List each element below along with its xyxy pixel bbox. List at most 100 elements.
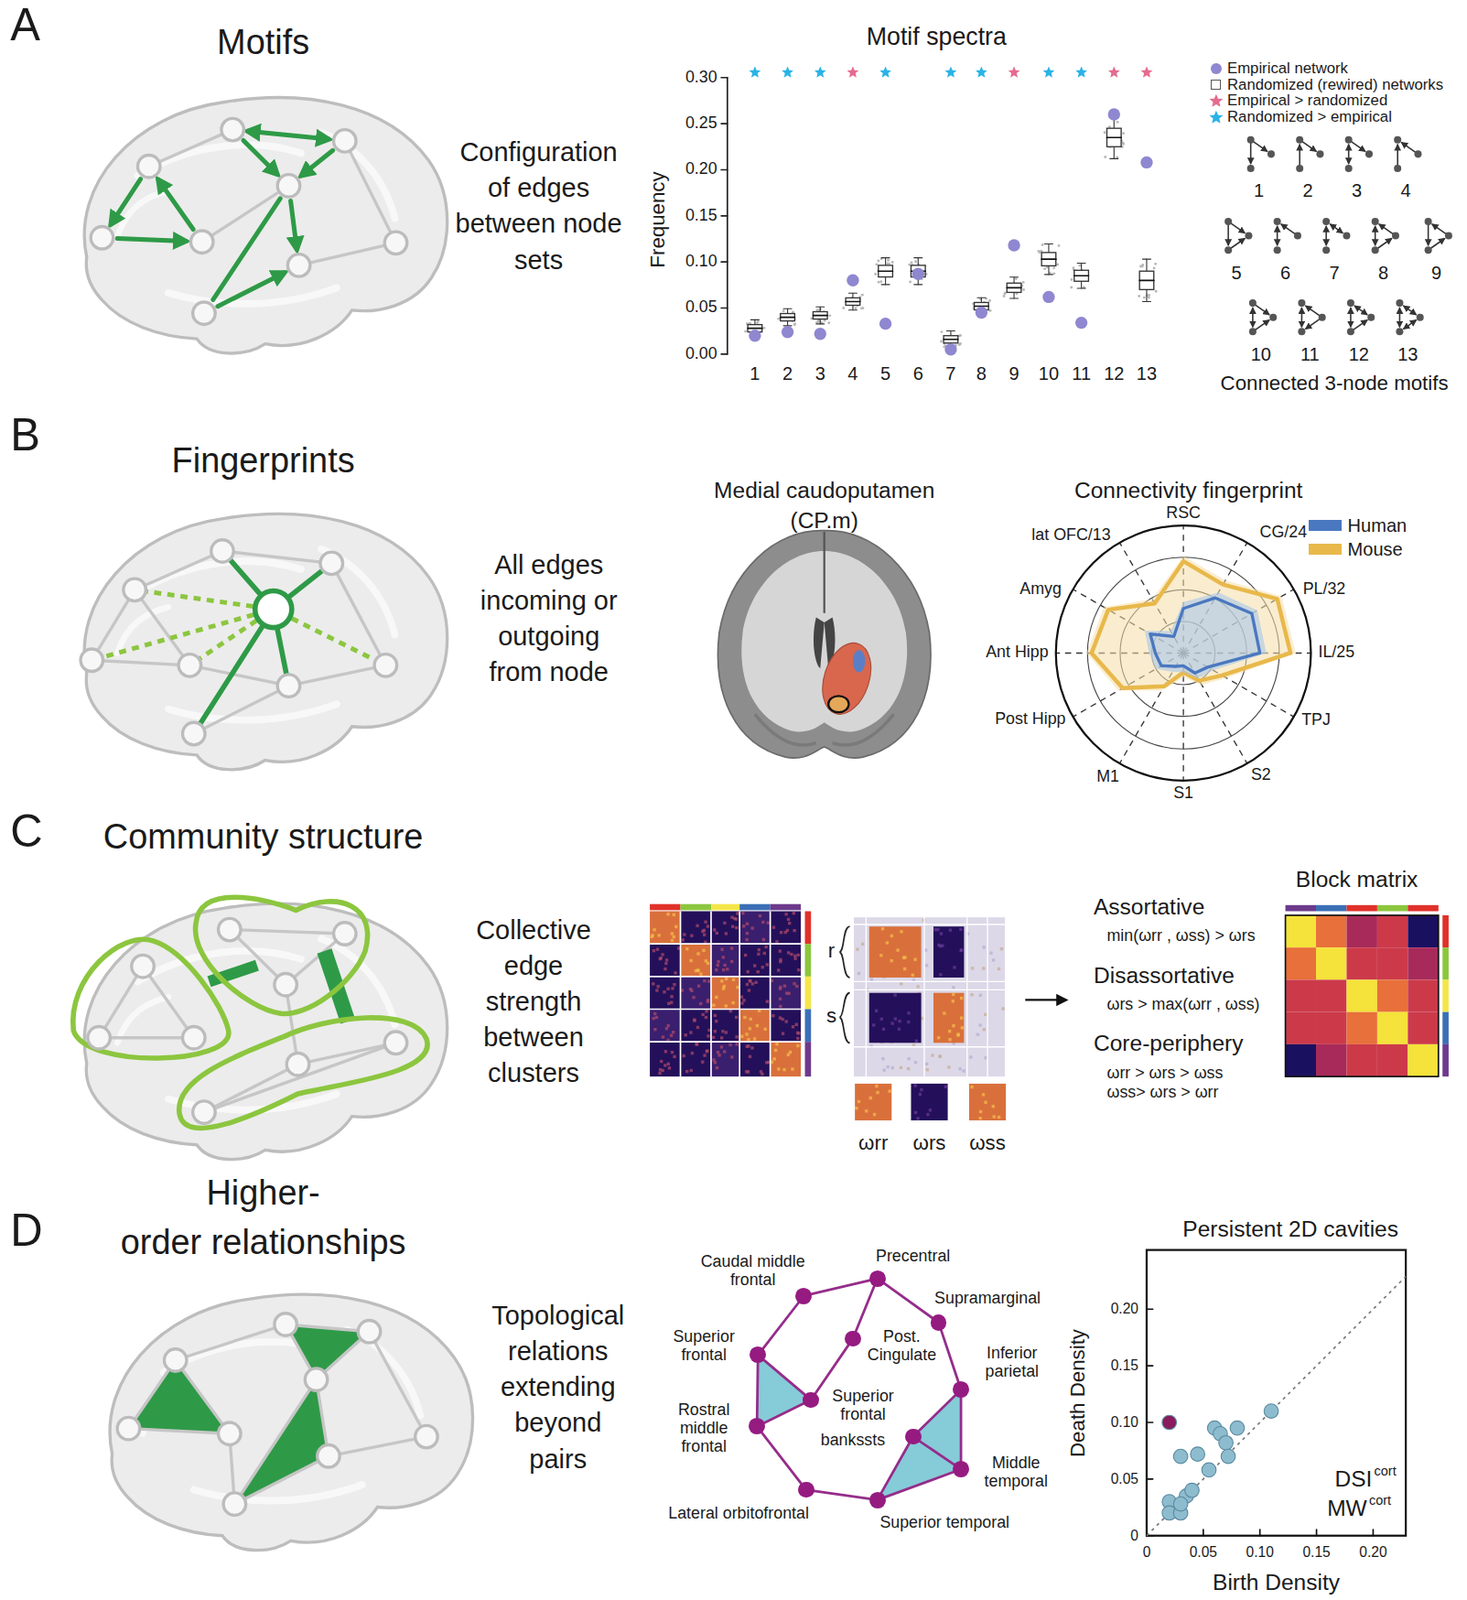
line bbox=[213, 198, 281, 301]
matrix-noise bbox=[874, 1009, 878, 1013]
network-node: Inferior parietal bbox=[952, 1380, 970, 1398]
matrix-noise bbox=[897, 1019, 901, 1023]
matrix-block bbox=[711, 911, 740, 945]
matrix-noise bbox=[938, 1055, 941, 1058]
matrix-noise bbox=[713, 1060, 717, 1064]
sample-dot bbox=[1143, 296, 1146, 300]
matrix-noise bbox=[667, 1062, 670, 1066]
sample-dot bbox=[1139, 265, 1143, 269]
matrix-noise bbox=[745, 1045, 749, 1048]
motif-node bbox=[1295, 164, 1304, 173]
node-label: Middle temporal bbox=[975, 1454, 1058, 1491]
label: 2 bbox=[1303, 178, 1314, 203]
sample-dot bbox=[989, 309, 993, 313]
network-edge bbox=[763, 1302, 799, 1349]
sample-dot bbox=[841, 306, 845, 310]
label: ωrr bbox=[858, 1129, 888, 1156]
motif-node bbox=[1322, 246, 1330, 254]
matrix-block bbox=[1407, 915, 1438, 948]
panel-letter: B bbox=[10, 406, 41, 465]
line bbox=[1325, 226, 1327, 246]
line bbox=[1251, 308, 1254, 327]
matrix-noise bbox=[872, 1023, 875, 1026]
motif-node bbox=[1445, 232, 1453, 240]
matrix-block bbox=[1315, 979, 1347, 1012]
matrix-block bbox=[680, 943, 712, 977]
radar-band bbox=[1144, 592, 1267, 679]
matrix-noise bbox=[753, 963, 756, 967]
matrix-noise bbox=[880, 1017, 884, 1021]
matrix-noise bbox=[870, 977, 874, 981]
matrix-noise bbox=[783, 984, 787, 988]
line bbox=[750, 319, 759, 321]
matrix-noise bbox=[978, 1023, 982, 1026]
network-node bbox=[193, 1100, 216, 1124]
line bbox=[845, 301, 861, 303]
matrix-noise bbox=[716, 1050, 720, 1054]
matrix-noise bbox=[730, 916, 734, 919]
matrix-noise bbox=[730, 946, 734, 950]
motif-node bbox=[1315, 150, 1324, 158]
network-edge bbox=[919, 1441, 955, 1466]
sample-dot bbox=[1069, 286, 1073, 290]
motif-node bbox=[1294, 232, 1302, 240]
line bbox=[1074, 274, 1090, 277]
matrix-noise bbox=[655, 988, 658, 992]
radar-ring bbox=[1056, 525, 1312, 781]
matrix-noise bbox=[756, 952, 760, 956]
line bbox=[323, 950, 348, 1022]
matrix-noise bbox=[755, 1024, 759, 1027]
matrix-block bbox=[933, 992, 964, 1044]
matrix-noise bbox=[861, 942, 864, 946]
simplex-fill bbox=[234, 1379, 329, 1504]
matrix-block bbox=[1315, 947, 1347, 980]
matrix-noise bbox=[735, 985, 739, 989]
significance-star bbox=[945, 66, 958, 78]
matrix-noise bbox=[711, 1035, 715, 1039]
significance-star bbox=[975, 66, 988, 78]
matrix-noise bbox=[662, 990, 666, 993]
matrix-noise bbox=[891, 1066, 895, 1069]
matrix-noise bbox=[713, 1029, 717, 1033]
matrix-noise bbox=[714, 1019, 718, 1023]
matrix-noise bbox=[652, 927, 656, 931]
legend-swatch bbox=[1308, 543, 1342, 555]
matrix-noise bbox=[722, 968, 725, 971]
matrix-noise bbox=[771, 1013, 775, 1017]
matrix-noise bbox=[751, 981, 755, 985]
matrix-noise bbox=[704, 1015, 708, 1019]
matrix-noise bbox=[695, 924, 699, 928]
sample-dot bbox=[910, 260, 914, 264]
sample-dot bbox=[908, 280, 912, 284]
matrix-noise bbox=[657, 1071, 661, 1075]
line bbox=[853, 1046, 1005, 1047]
matrix-noise bbox=[855, 948, 859, 951]
sample-dot bbox=[1154, 262, 1157, 266]
matrix-noise bbox=[992, 1104, 995, 1108]
network-node: Rostral middle frontal bbox=[748, 1417, 766, 1435]
label: Community structure bbox=[103, 815, 424, 861]
matrix-block bbox=[1346, 1044, 1377, 1077]
matrix-noise bbox=[652, 949, 656, 952]
matrix-noise bbox=[775, 939, 778, 943]
empirical-dot bbox=[781, 325, 794, 338]
line bbox=[175, 1324, 286, 1360]
line bbox=[117, 237, 186, 241]
matrix-noise bbox=[937, 927, 940, 931]
line bbox=[1077, 262, 1086, 264]
matrix-noise bbox=[741, 911, 745, 915]
matrix-noise bbox=[665, 958, 669, 961]
matrix-noise bbox=[915, 1039, 918, 1043]
cluster-bar bbox=[1442, 1044, 1449, 1077]
label: DSI bbox=[1334, 1464, 1372, 1494]
line bbox=[816, 306, 825, 308]
sample-dot bbox=[1043, 267, 1047, 270]
legend-swatch bbox=[1208, 108, 1225, 126]
matrix-noise bbox=[765, 999, 769, 1003]
matrix-noise bbox=[785, 1019, 788, 1023]
matrix-block bbox=[910, 1083, 948, 1121]
motif-node bbox=[1318, 313, 1327, 322]
line bbox=[1372, 1529, 1375, 1536]
matrix-noise bbox=[899, 1066, 903, 1069]
matrix-noise bbox=[744, 953, 747, 957]
